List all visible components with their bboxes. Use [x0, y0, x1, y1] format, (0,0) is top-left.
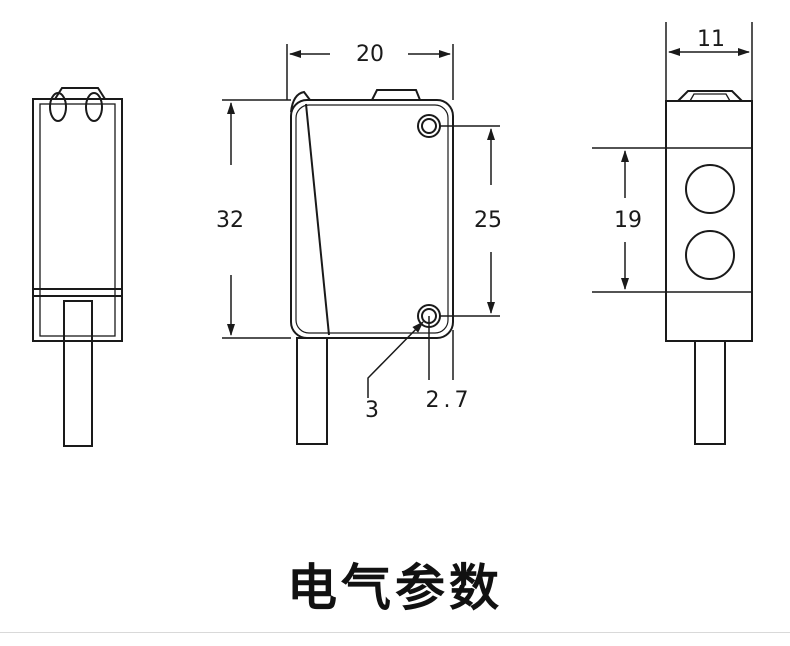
side-mount-slot-right [85, 92, 103, 122]
front-body-inner [295, 104, 449, 334]
dim-depth-label: 11 [697, 27, 725, 52]
lens-receiver [685, 230, 735, 280]
front-top-notch [290, 90, 311, 113]
side-body-outer [32, 98, 123, 342]
bottom-divider [0, 632, 790, 633]
front-cable [296, 337, 328, 445]
side-body-inner [39, 103, 116, 337]
sensor-dimension-drawing: 20 32 25 3 2.7 11 19 [32, 22, 753, 447]
side-cable [63, 300, 93, 447]
dim-hole-dia-label: 3 [365, 398, 379, 423]
rear-dimensions [592, 22, 753, 293]
rear-top-cap [677, 90, 743, 102]
front-top-cap [371, 89, 421, 101]
rear-top-cap-inner [689, 93, 731, 102]
dim-lens-span-label: 19 [614, 208, 642, 233]
rear-lens-panel [665, 147, 753, 293]
dim-height-label: 32 [216, 208, 244, 233]
front-dimensions [222, 44, 500, 398]
dim-edge-offset-label: 2.7 [426, 388, 473, 413]
lens-emitter [685, 164, 735, 214]
hole-leader [367, 321, 424, 398]
rear-cable [694, 340, 726, 445]
section-title: 电气参数 [287, 559, 503, 617]
front-body [290, 99, 454, 339]
dim-width-label: 20 [356, 42, 384, 67]
side-mount-slot-left [49, 92, 67, 122]
rear-view [665, 90, 753, 445]
side-view [32, 87, 123, 447]
rear-body [665, 100, 753, 342]
front-slant-edge [305, 103, 330, 336]
dim-hole-spacing-label: 25 [474, 208, 502, 233]
mount-hole-top-inner [421, 118, 437, 134]
